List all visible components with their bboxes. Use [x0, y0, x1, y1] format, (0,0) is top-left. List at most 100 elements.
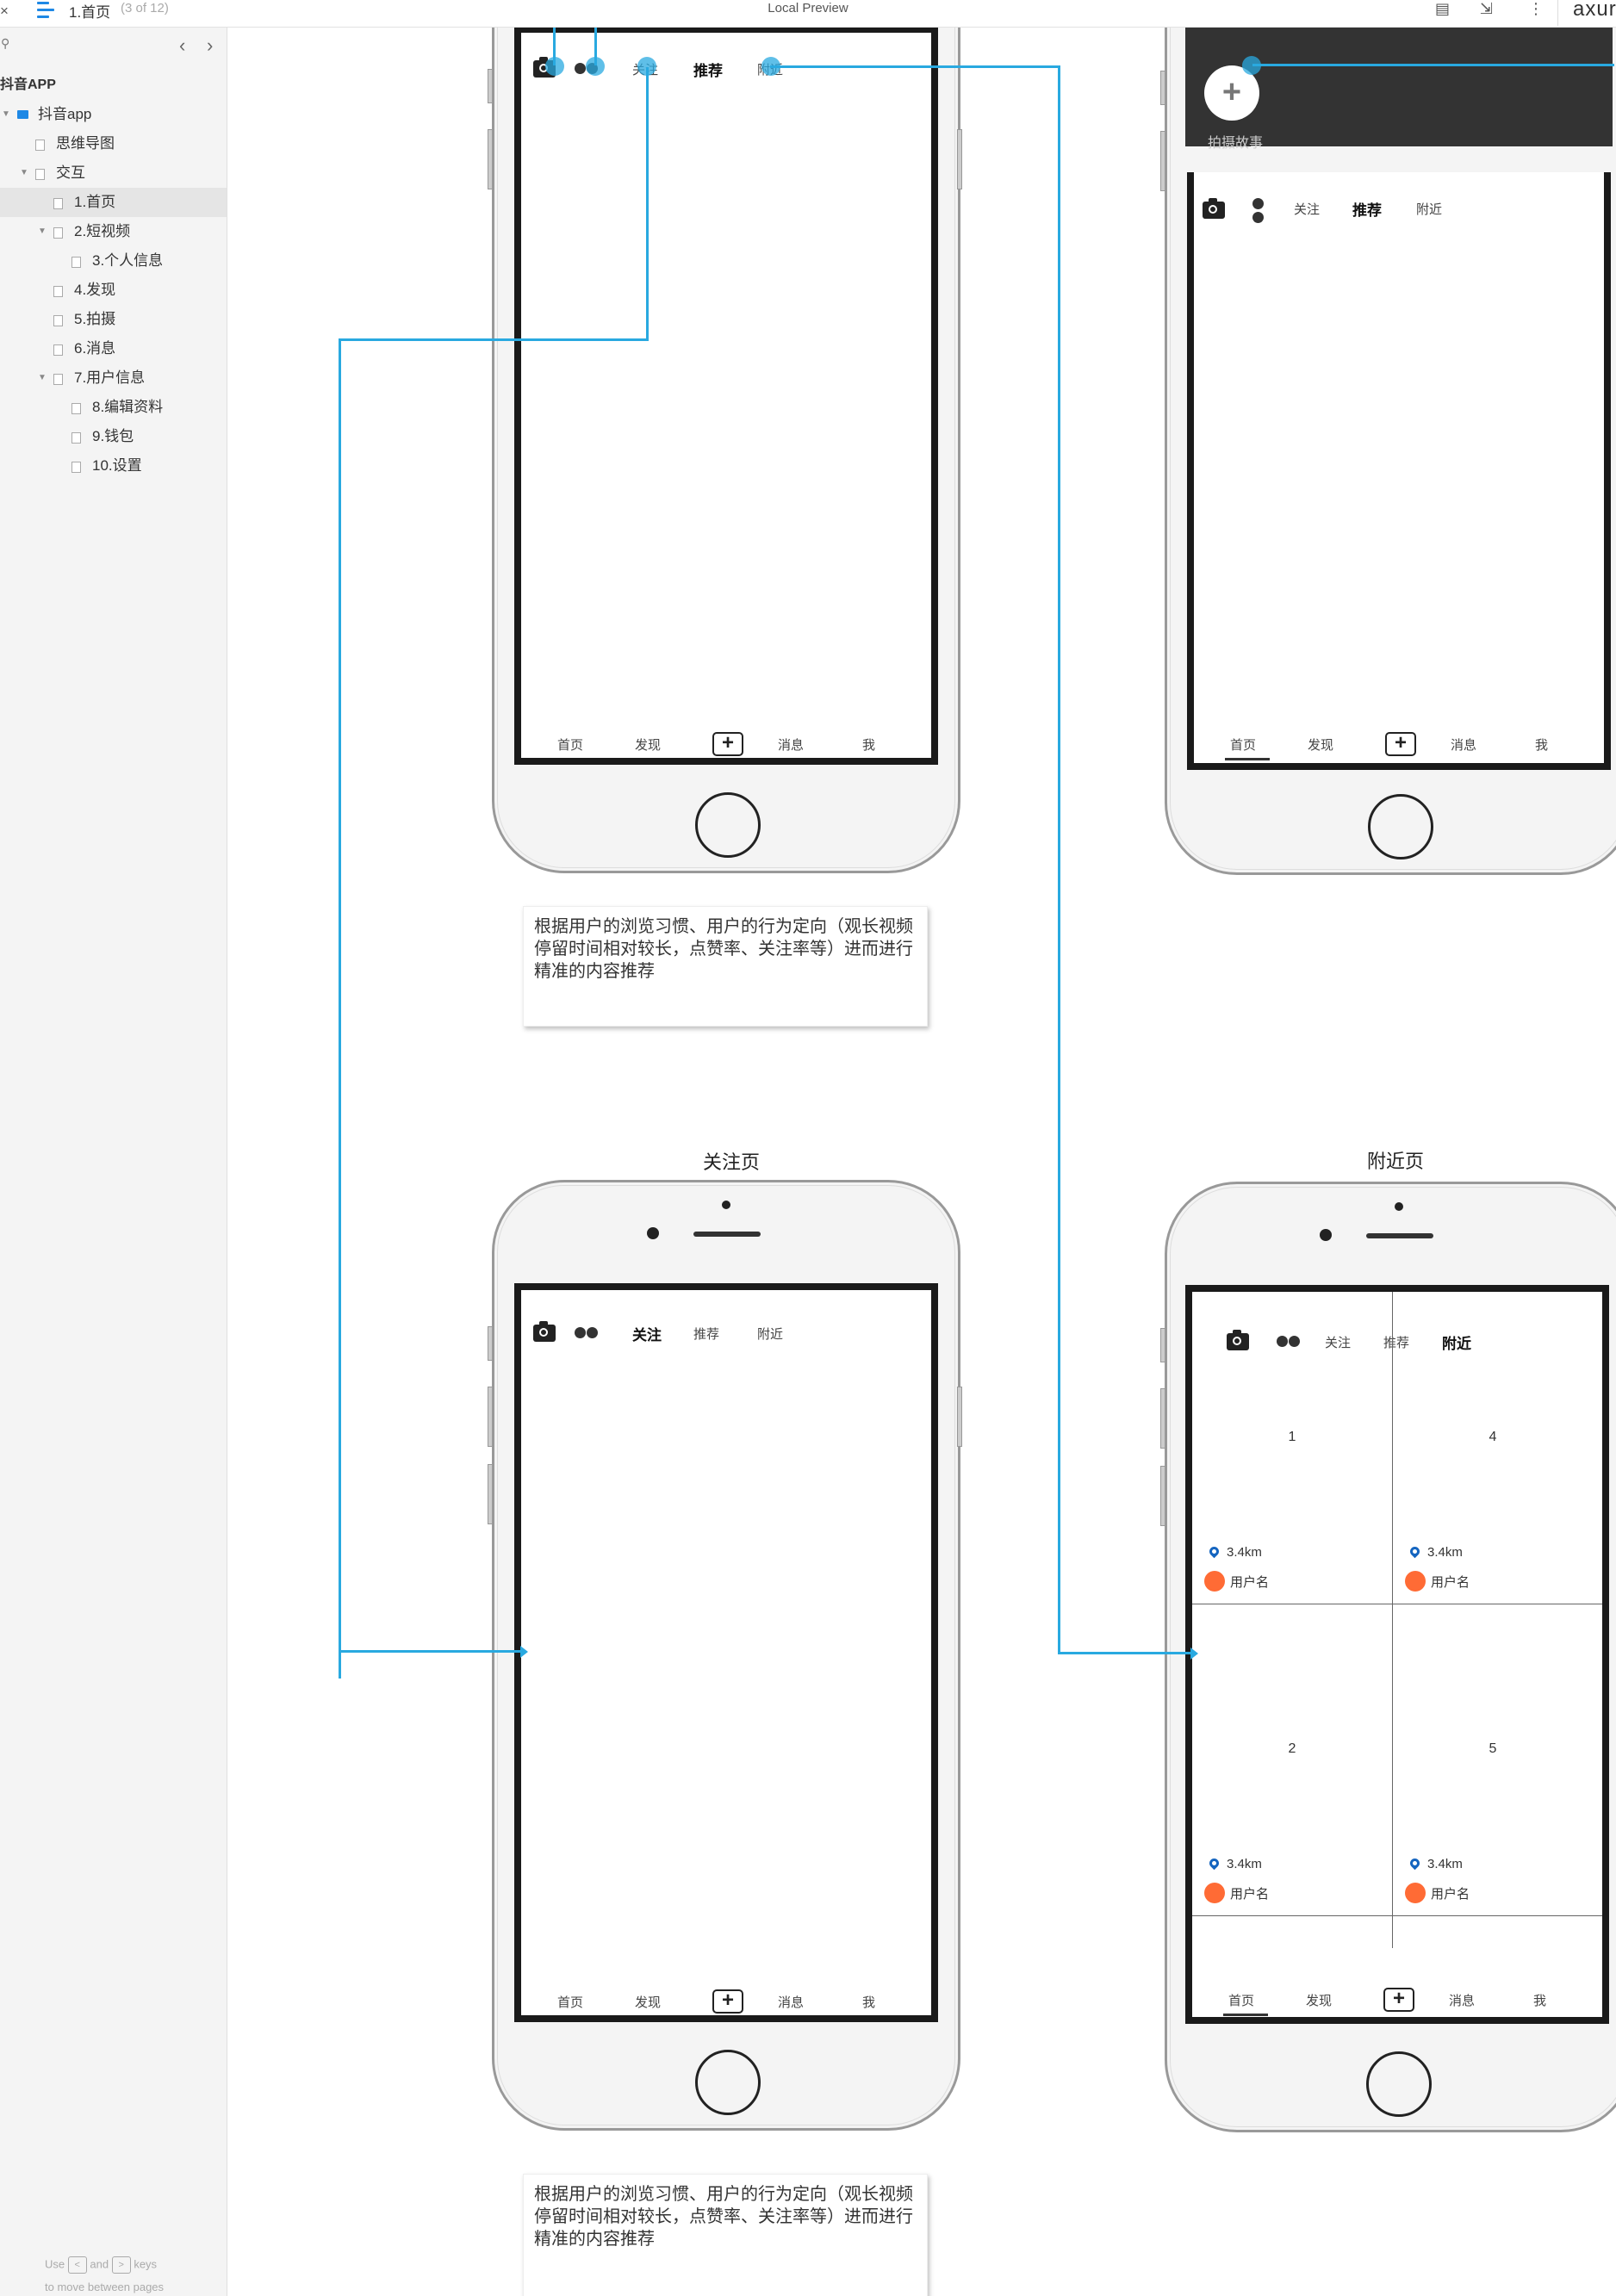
username[interactable]: 用户名 [1230, 1575, 1270, 1590]
shoot-button[interactable]: + [1204, 65, 1259, 121]
camera-icon[interactable] [1203, 198, 1225, 219]
location-pin-icon [1207, 1544, 1221, 1559]
sidebar-item[interactable]: 5.拍摄 [0, 305, 227, 334]
tab-me[interactable]: 我 [862, 1995, 876, 2010]
avatar[interactable] [1204, 1571, 1225, 1592]
search-icon[interactable]: ⚲ [1, 36, 10, 50]
nearby-video-card[interactable]: 2 3.4km 用户名 [1192, 1604, 1392, 1914]
sidebar-item[interactable]: 3.个人信息 [0, 246, 227, 276]
expand-arrow-icon[interactable]: ▼ [38, 373, 47, 382]
sidebar-item[interactable]: 6.消息 [0, 334, 227, 363]
tab-nearby[interactable]: 附近 [1442, 1336, 1471, 1352]
tab-recommend[interactable]: 推荐 [693, 63, 723, 79]
expand-arrow-icon[interactable]: ▼ [20, 168, 28, 177]
home-button[interactable] [695, 792, 761, 858]
sidebar-item[interactable]: 4.发现 [0, 276, 227, 305]
tab-home[interactable]: 首页 [557, 1995, 584, 2010]
tab-messages[interactable]: 消息 [1451, 738, 1477, 753]
username[interactable]: 用户名 [1431, 1575, 1470, 1590]
tab-nearby[interactable]: 附近 [1416, 202, 1443, 217]
tab-home[interactable]: 首页 [1228, 1994, 1255, 2008]
tab-recommend[interactable]: 推荐 [693, 1327, 720, 1342]
tab-follow[interactable]: 关注 [632, 1327, 662, 1343]
tab-messages[interactable]: 消息 [778, 1995, 805, 2010]
sidebar-item-label: 9.钱包 [92, 428, 134, 444]
phone-screen: 关注 推荐 附近 首页 发现 + 消息 我 [514, 1283, 938, 2022]
active-tab-indicator [1223, 2014, 1268, 2016]
tab-follow[interactable]: 关注 [1294, 202, 1321, 217]
sidebar-item[interactable]: ▼抖音app [0, 100, 227, 129]
username[interactable]: 用户名 [1230, 1887, 1270, 1902]
avatar[interactable] [1405, 1571, 1426, 1592]
sidebar-item[interactable]: ▼7.用户信息 [0, 363, 227, 393]
tab-messages[interactable]: 消息 [1449, 1994, 1476, 2008]
page-icon [53, 315, 63, 326]
avatar[interactable] [1405, 1883, 1426, 1903]
live-icon[interactable] [1252, 198, 1265, 224]
nearby-video-card[interactable]: 4 3.4km 用户名 [1393, 1292, 1593, 1602]
live-icon[interactable] [1277, 1336, 1302, 1348]
username[interactable]: 用户名 [1431, 1887, 1470, 1902]
sidebar-item[interactable]: 1.首页 [0, 188, 227, 217]
sidebar-item[interactable]: ▼ 2.短视频 [0, 217, 227, 246]
avatar[interactable] [1204, 1883, 1225, 1903]
camera-icon[interactable] [533, 1321, 556, 1342]
page-icon [71, 462, 81, 473]
grid-divider [1192, 1915, 1602, 1916]
live-icon[interactable] [575, 1327, 600, 1339]
tab-recommend[interactable]: 推荐 [1352, 202, 1382, 219]
tab-messages[interactable]: 消息 [778, 738, 805, 753]
tab-me[interactable]: 我 [1533, 1994, 1547, 2008]
home-button[interactable] [695, 2050, 761, 2115]
interaction-dot [545, 57, 564, 76]
tab-discover[interactable]: 发现 [1306, 1994, 1333, 2008]
add-icon[interactable]: + [712, 1989, 743, 2014]
notes-icon[interactable]: ▤ [1435, 0, 1451, 17]
tab-recommend[interactable]: 推荐 [1383, 1336, 1410, 1350]
camera-icon[interactable] [1227, 1330, 1249, 1350]
expand-arrow-icon[interactable]: ▼ [2, 109, 10, 119]
tab-discover[interactable]: 发现 [635, 1995, 662, 2010]
prev-page-icon[interactable]: ‹ [179, 34, 186, 56]
tab-home[interactable]: 首页 [1230, 738, 1257, 753]
home-button[interactable] [1368, 794, 1433, 859]
sidebar-item-label: 2.短视频 [74, 223, 131, 239]
sidebar-item[interactable]: 思维导图 [0, 129, 227, 158]
interaction-line [646, 67, 649, 339]
project-title: 抖音APP [0, 78, 56, 92]
tab-follow[interactable]: 关注 [1325, 1336, 1352, 1350]
share-icon[interactable]: ⇲ [1480, 0, 1494, 17]
add-icon[interactable]: + [1385, 732, 1416, 756]
next-page-icon[interactable]: › [207, 34, 214, 56]
tab-bar: 首页 发现 + 消息 我 [1194, 732, 1604, 763]
sidebar-item[interactable]: ▼交互 [0, 158, 227, 188]
more-icon[interactable]: ⋮ [1528, 0, 1544, 17]
tab-discover[interactable]: 发现 [1308, 738, 1334, 753]
tab-me[interactable]: 我 [1535, 738, 1549, 753]
interaction-line [1058, 65, 1060, 1654]
divider [1557, 0, 1558, 26]
close-button[interactable]: × [0, 3, 9, 19]
arrow-icon [520, 1646, 528, 1658]
nearby-video-card[interactable]: 1 3.4km 用户名 [1192, 1292, 1392, 1602]
video-number: 4 [1489, 1430, 1497, 1444]
distance: 3.4km [1427, 1545, 1463, 1560]
sidebar-item[interactable]: 10.设置 [0, 451, 227, 481]
add-icon[interactable]: + [712, 732, 743, 756]
tab-nearby[interactable]: 附近 [757, 1327, 784, 1342]
expand-arrow-icon[interactable]: ▼ [38, 226, 47, 236]
sidebar-item[interactable]: 8.编辑资料 [0, 393, 227, 422]
add-icon[interactable]: + [1383, 1988, 1414, 2012]
annotation-note: 根据用户的浏览习惯、用户的行为定向（观长视频停留时间相对较长，点赞率、关注率等）… [523, 2174, 928, 2296]
tab-home[interactable]: 首页 [557, 738, 584, 753]
home-button[interactable] [1366, 2051, 1432, 2117]
video-number: 1 [1288, 1430, 1296, 1444]
tab-me[interactable]: 我 [862, 738, 876, 753]
interaction-line [1058, 1652, 1192, 1654]
sidebar-item[interactable]: 9.钱包 [0, 422, 227, 451]
menu-icon[interactable] [34, 0, 57, 22]
nearby-video-card[interactable]: 5 3.4km 用户名 [1393, 1604, 1593, 1914]
tab-discover[interactable]: 发现 [635, 738, 662, 753]
location-pin-icon [1408, 1544, 1422, 1559]
